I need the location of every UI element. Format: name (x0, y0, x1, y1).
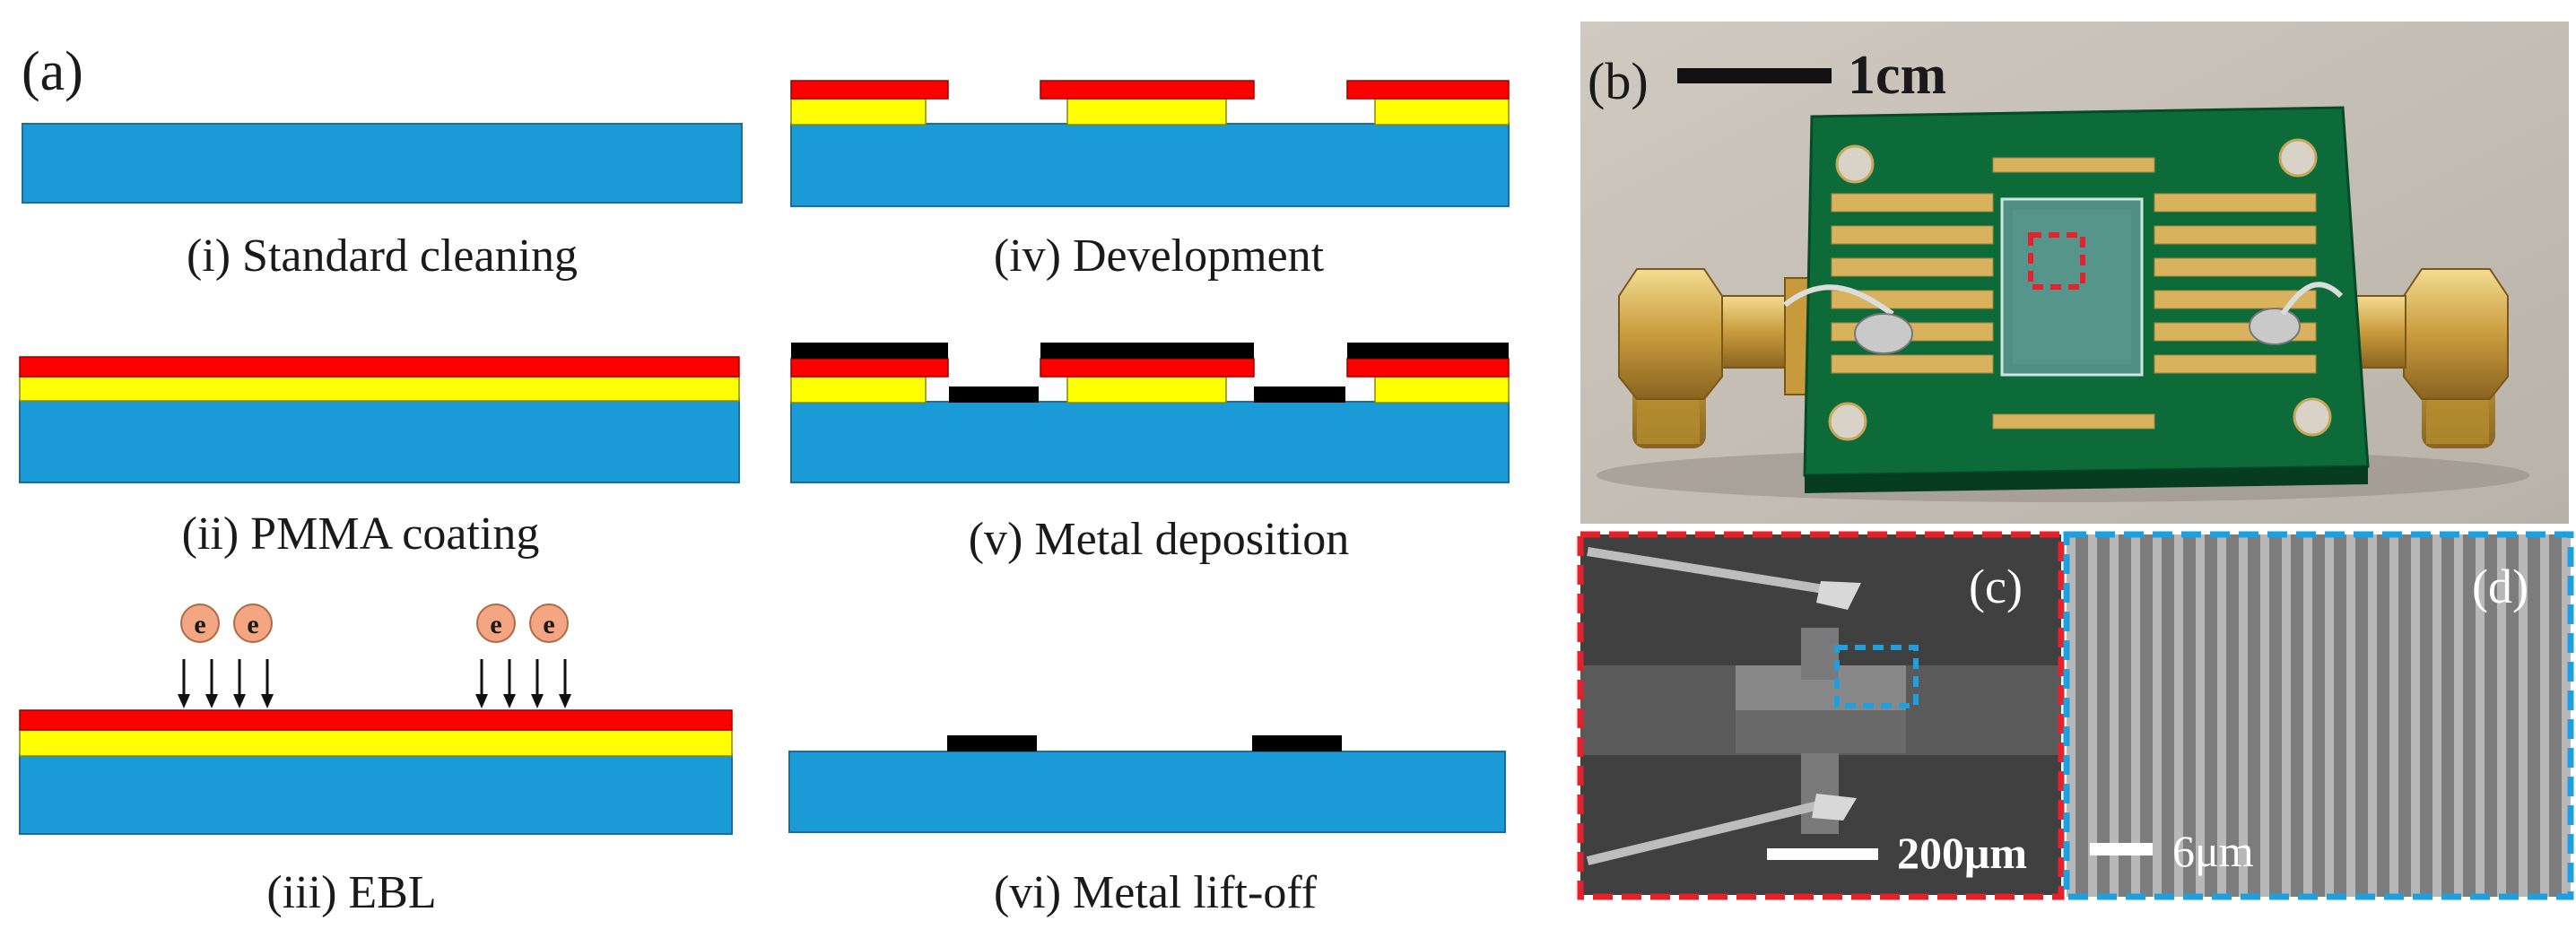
metal-pad (949, 386, 1039, 403)
frame-c (1577, 531, 2065, 900)
scale-bar-c (1767, 848, 1878, 860)
substrate (790, 401, 1510, 483)
pmma-top-layer (1346, 80, 1510, 100)
pmma-top-layer (1040, 80, 1255, 100)
pmma-top-layer (19, 356, 740, 378)
panel-label-b: (b) (1588, 52, 1649, 110)
metal-layer (1347, 343, 1509, 359)
panel-label-a: (a) (22, 41, 83, 102)
step-iii-diagram: e e e e (19, 604, 733, 835)
pmma-bottom-layer (19, 376, 740, 402)
substrate (788, 751, 1506, 833)
step-vi-label: (vi) Metal lift-off (994, 867, 1318, 918)
scale-label-photo: 1cm (1848, 45, 1946, 106)
pmma-top-layer (19, 709, 733, 731)
device-photo (1580, 22, 2569, 524)
electron-beam-right: e e (475, 604, 571, 708)
pmma-bottom-layer (1374, 98, 1510, 126)
electron-symbol: e (490, 610, 501, 639)
pcb-board (1783, 106, 2370, 493)
step-vi-diagram (788, 735, 1506, 833)
step-ii-diagram (19, 356, 740, 483)
step-iii-label: (iii) EBL (266, 867, 436, 918)
region-marker-red (2028, 232, 2085, 290)
metal-layer (1040, 343, 1254, 359)
step-ii-label: (ii) PMMA coating (182, 508, 540, 560)
metal-pad (947, 735, 1037, 751)
sma-connector-right (2313, 268, 2509, 448)
panel-label-c: (c) (1969, 560, 2023, 613)
substrate (19, 399, 740, 483)
pmma-bottom-layer (1066, 376, 1227, 404)
solder-blob (1854, 313, 1913, 354)
pmma-bottom-layer (1066, 98, 1227, 126)
pmma-bottom-layer (1374, 376, 1510, 404)
pmma-top-layer (790, 80, 949, 100)
metal-pad (1254, 386, 1345, 403)
substrate (19, 754, 733, 835)
electron-symbol: e (247, 610, 258, 639)
step-v-label: (v) Metal deposition (969, 514, 1350, 565)
pmma-top-layer (1040, 358, 1255, 378)
substrate (790, 123, 1510, 207)
electron-symbol: e (543, 610, 554, 639)
step-iv-diagram (790, 80, 1510, 207)
electron-icon (476, 604, 516, 643)
step-v-diagram (790, 343, 1510, 483)
solder-blob (2249, 308, 2301, 345)
step-i-label: (i) Standard cleaning (187, 230, 578, 282)
beam-arrows (182, 659, 269, 699)
region-marker-blue (1834, 645, 1919, 708)
metal-pad (1252, 735, 1342, 751)
scale-label-d: 6μm (2172, 826, 2254, 876)
pmma-top-layer (790, 358, 949, 378)
beam-arrows (480, 659, 567, 699)
metal-layer (791, 343, 948, 359)
frame-d (2063, 531, 2574, 900)
pmma-bottom-layer (790, 98, 927, 126)
scale-bar-photo (1677, 68, 1832, 83)
electron-icon (529, 604, 569, 643)
sem-image-c (1580, 534, 2061, 895)
pmma-top-layer (1346, 358, 1510, 378)
substrate (22, 123, 743, 204)
scale-label-c: 200μm (1897, 828, 2027, 878)
pmma-bottom-layer (790, 376, 927, 404)
electron-icon (180, 604, 220, 643)
electron-icon (233, 604, 273, 643)
pmma-bottom-layer (19, 729, 733, 757)
step-iv-label: (iv) Development (994, 230, 1325, 282)
step-i-diagram (22, 123, 743, 204)
panel-label-d: (d) (2472, 560, 2528, 613)
sem-image-d (2067, 534, 2571, 897)
electron-symbol: e (194, 610, 205, 639)
electron-beam-left: e e (178, 604, 274, 708)
scale-bar-d (2090, 843, 2153, 855)
